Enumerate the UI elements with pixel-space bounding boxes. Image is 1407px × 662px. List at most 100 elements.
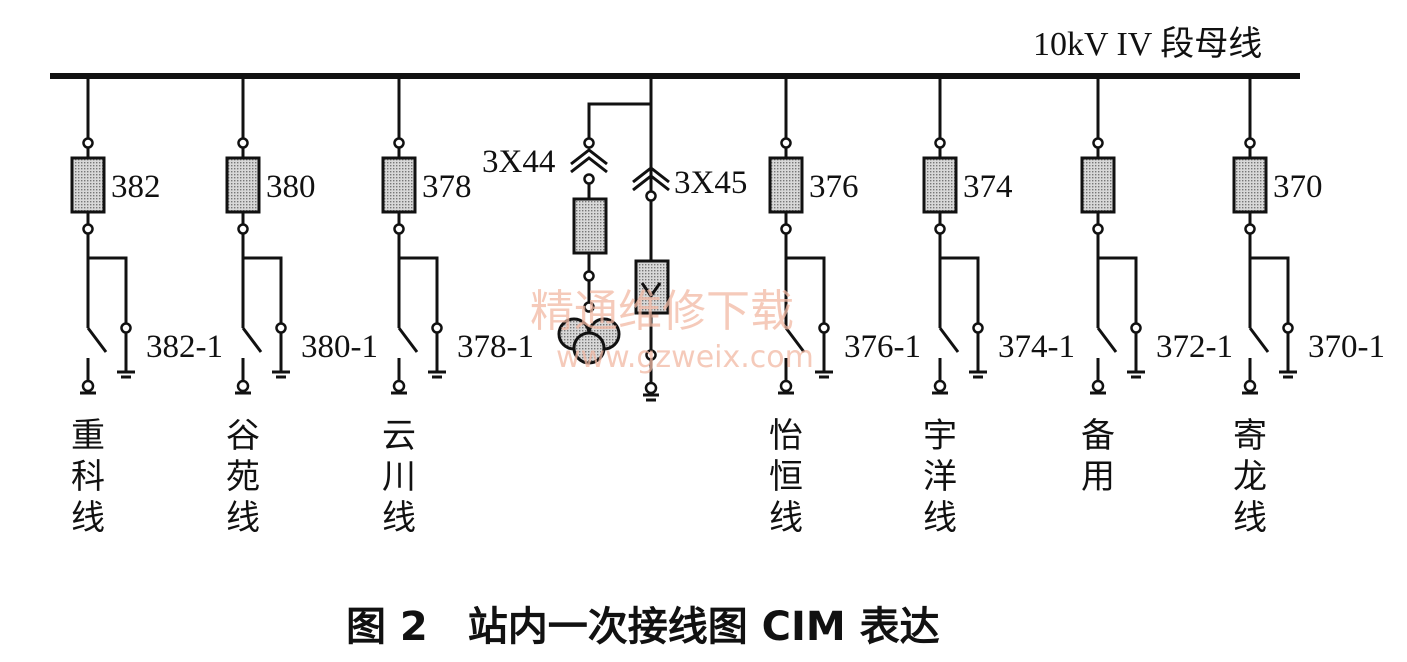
earthing-branch — [399, 256, 439, 323]
ground-terminal — [236, 379, 250, 393]
terminal-node — [82, 137, 94, 149]
earthing-branch — [243, 256, 283, 323]
earthing-branch — [940, 256, 980, 323]
feeder-name-char: 苑 — [226, 457, 260, 497]
disconnect-blade — [397, 327, 419, 353]
terminal-node — [275, 322, 287, 334]
switch-label: 374-1 — [998, 329, 1075, 365]
breaker-box — [381, 156, 417, 214]
terminal-node — [583, 270, 595, 282]
earthing-branch — [786, 256, 826, 323]
feeder-name-char: 洋 — [923, 457, 957, 497]
ground-terminal — [81, 379, 95, 393]
breaker-label: 378 — [422, 169, 472, 205]
terminal-node — [1092, 223, 1104, 235]
busbar-label: 10kV IV 段母线 — [1033, 25, 1262, 63]
switch-label: 382-1 — [146, 329, 223, 365]
breaker-box — [1232, 156, 1268, 214]
terminal-node — [1282, 322, 1294, 334]
terminal-node — [1244, 137, 1256, 149]
ground-terminal — [1243, 379, 1257, 393]
disconnect-blade — [1096, 327, 1118, 353]
feeder-name-char: 备 — [1081, 416, 1115, 456]
feeder-name-char: 恒 — [769, 457, 803, 497]
terminal-node — [645, 190, 657, 202]
watermark-url: www.gzweix.com — [556, 340, 814, 375]
breaker-box — [225, 156, 261, 214]
terminal-node — [583, 173, 595, 185]
breaker-box — [70, 156, 106, 214]
terminal-node — [1092, 137, 1104, 149]
feeder-name-char: 线 — [1233, 498, 1267, 538]
breaker-label: 370 — [1273, 169, 1323, 205]
terminal-node — [1244, 223, 1256, 235]
earthing-branch — [1098, 256, 1138, 323]
disconnect-label-3x45: 3X45 — [674, 165, 747, 201]
terminal-node — [393, 137, 405, 149]
terminal-node — [972, 322, 984, 334]
disconnect-label-3x44: 3X44 — [482, 144, 555, 180]
terminal-node — [780, 223, 792, 235]
feeder-name-char: 寄 — [1233, 416, 1267, 456]
disconnect-blade — [86, 327, 108, 353]
breaker-label: 374 — [963, 169, 1013, 205]
transformer-winding — [572, 331, 606, 365]
switch-label: 370-1 — [1308, 329, 1385, 365]
feeder-name-char: 怡 — [769, 416, 803, 456]
figure-caption: 图 2 站内一次接线图 CIM 表达 — [346, 604, 940, 650]
switch-label: 380-1 — [301, 329, 378, 365]
disconnect-blade — [241, 327, 263, 353]
terminal-node — [583, 301, 595, 313]
arrester-box — [634, 259, 670, 315]
terminal-node — [237, 137, 249, 149]
feeder-name-char: 线 — [382, 498, 416, 538]
ground-terminal — [1091, 379, 1105, 393]
disconnect-blade — [1248, 327, 1270, 353]
feeder-name-char: 重 — [71, 416, 105, 456]
terminal-node — [818, 322, 830, 334]
feeder-bays: 382382-1重科线380380-1谷苑线378378-1云川线376376-… — [70, 78, 1385, 538]
feeder-name-char: 线 — [71, 498, 105, 538]
ground-terminal — [933, 379, 947, 393]
terminal-node — [1130, 322, 1142, 334]
feeder-name-char: 谷 — [226, 416, 260, 456]
terminal-node — [934, 137, 946, 149]
switch-label: 378-1 — [457, 329, 534, 365]
feeder-name-char: 川 — [382, 457, 416, 497]
ground-terminal — [779, 379, 793, 393]
feeder-name-char: 宇 — [923, 416, 957, 456]
terminal-node — [934, 223, 946, 235]
breaker-label: 382 — [111, 169, 161, 205]
feeder-name-char: 线 — [769, 498, 803, 538]
breaker-label: 376 — [809, 169, 859, 205]
terminal-node — [393, 223, 405, 235]
breaker-box — [572, 197, 608, 255]
earthing-branch — [88, 256, 128, 323]
ground-terminal — [644, 381, 658, 395]
feeder-name-char: 云 — [382, 416, 416, 456]
breaker-label: 380 — [266, 169, 316, 205]
ground-terminal — [392, 379, 406, 393]
disconnect-blade — [784, 327, 806, 353]
switch-label: 372-1 — [1156, 329, 1233, 365]
feeder-name-char: 线 — [226, 498, 260, 538]
earthing-branch — [1250, 256, 1290, 323]
feeder-name-char: 线 — [923, 498, 957, 538]
feeder-name-char: 龙 — [1233, 457, 1267, 497]
disconnect-blade — [938, 327, 960, 353]
feeder-name-char: 用 — [1081, 457, 1115, 497]
breaker-box — [1080, 156, 1116, 214]
terminal-node — [82, 223, 94, 235]
breaker-box — [768, 156, 804, 214]
terminal-node — [645, 349, 657, 361]
breaker-box — [922, 156, 958, 214]
feeder-name-char: 科 — [71, 457, 105, 497]
terminal-node — [120, 322, 132, 334]
switch-label: 376-1 — [844, 329, 921, 365]
watermark-text: 精通维修下载 — [530, 286, 794, 337]
terminal-node — [431, 322, 443, 334]
terminal-node — [780, 137, 792, 149]
terminal-node — [237, 223, 249, 235]
terminal-node — [583, 137, 595, 149]
